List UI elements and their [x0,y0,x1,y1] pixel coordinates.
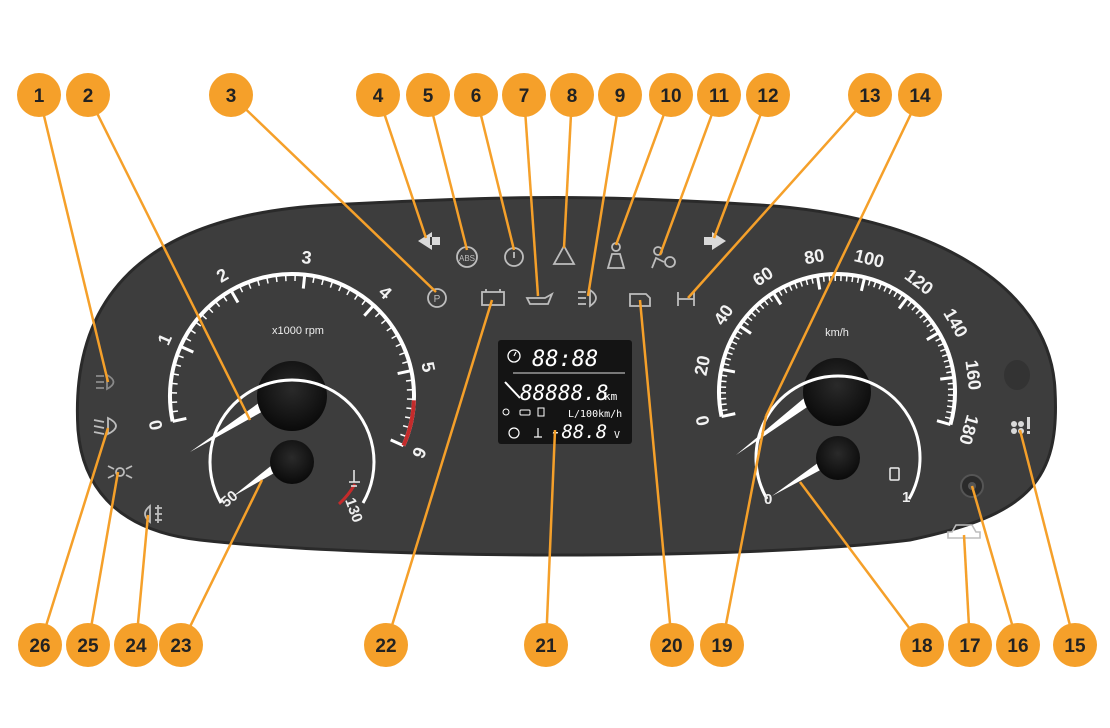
callout-number: 22 [375,636,396,657]
callout-number: 1 [34,86,45,107]
tachometer-major-tick [303,275,304,289]
lcd-display: 88:88 88888.8 km L/100km/h -88.8 V [498,340,632,444]
tachometer-minor-tick [276,275,277,282]
lcd-odometer: 88888.8 [520,381,609,405]
tachometer-unit: x1000 rpm [272,325,324,337]
lcd-voltage: -88.8 [550,421,607,443]
callout-number: 24 [125,636,147,657]
callout-number: 15 [1064,636,1086,657]
callout-number: 26 [29,636,50,657]
callout-number: 17 [959,636,980,657]
callout-12: 12 [746,73,790,117]
speedometer-minor-tick [947,406,954,407]
lcd-clock: 88:88 [532,347,598,372]
unused-lamp-slot [1004,360,1030,390]
callout-number: 25 [77,636,99,657]
callout-number: 14 [909,86,931,107]
callout-5: 5 [406,73,450,117]
leader-line-26 [40,428,108,645]
speedometer-minor-tick [846,274,847,281]
callout-3: 3 [209,73,253,117]
callout-9: 9 [598,73,642,117]
callout-14: 14 [898,73,942,117]
speedometer-tick-label: 160 [961,359,985,391]
lcd-voltage-unit: V [614,430,620,441]
callout-6: 6 [454,73,498,117]
callout-number: 18 [911,636,932,657]
tachometer-tick-label: 3 [301,247,313,268]
callout-number: 20 [661,636,682,657]
speedometer-major-tick [940,377,954,379]
speedometer-minor-tick [823,275,824,282]
speedometer-tick-label: 20 [691,354,714,378]
fuel-min-label: 0 [764,491,772,508]
speedometer-minor-tick [720,375,727,376]
callout-8: 8 [550,73,594,117]
lcd-consumption-unit: L/100km/h [568,409,622,420]
tachometer-minor-tick [171,411,178,412]
svg-text:ABS: ABS [459,254,475,263]
callout-13: 13 [848,73,892,117]
callout-number: 3 [226,86,237,107]
tachometer-hub [257,361,327,431]
callout-17: 17 [948,623,992,667]
temperature-hub [270,440,314,484]
fuel-max-label: 1 [902,489,910,506]
callout-7: 7 [502,73,546,117]
fuel-hub [816,436,860,480]
callout-number: 4 [373,86,384,107]
callout-number: 23 [170,636,191,657]
callout-1: 1 [17,73,61,117]
speedometer-minor-tick [720,404,727,405]
callout-number: 7 [519,86,530,107]
callout-21: 21 [524,623,568,667]
callout-number: 10 [660,86,681,107]
callout-number: 19 [711,636,732,657]
lcd-odometer-unit: km [604,390,618,403]
callout-22: 22 [364,623,408,667]
speedometer-unit: km/h [825,327,849,339]
callout-2: 2 [66,73,110,117]
callout-number: 9 [615,86,626,107]
callout-number: 8 [567,86,578,107]
speedometer-minor-tick [948,383,955,384]
callout-26: 26 [18,623,62,667]
callout-23: 23 [159,623,203,667]
speedometer-minor-tick [720,381,727,382]
speedometer-minor-tick [948,401,955,402]
callout-19: 19 [700,623,744,667]
callout-25: 25 [66,623,110,667]
callout-18: 18 [900,623,944,667]
callout-number: 12 [757,86,778,107]
tachometer-minor-tick [171,383,178,384]
callout-number: 11 [709,86,730,107]
callout-number: 5 [423,86,434,107]
speedometer-minor-tick [852,275,853,282]
callout-20: 20 [650,623,694,667]
callout-number: 2 [83,86,94,107]
svg-text:P: P [434,294,441,305]
callout-11: 11 [697,73,741,117]
callout-24: 24 [114,623,158,667]
callout-15: 15 [1053,623,1097,667]
callout-number: 21 [535,636,557,657]
callout-number: 16 [1007,636,1028,657]
speedometer-hub [803,358,871,426]
callout-16: 16 [996,623,1040,667]
leader-line-1 [39,95,108,382]
callout-number: 6 [471,86,482,107]
callout-10: 10 [649,73,693,117]
callout-4: 4 [356,73,400,117]
speedometer-tick-label: 80 [803,245,826,268]
callout-number: 13 [859,86,880,107]
tachometer-minor-tick [406,380,413,381]
